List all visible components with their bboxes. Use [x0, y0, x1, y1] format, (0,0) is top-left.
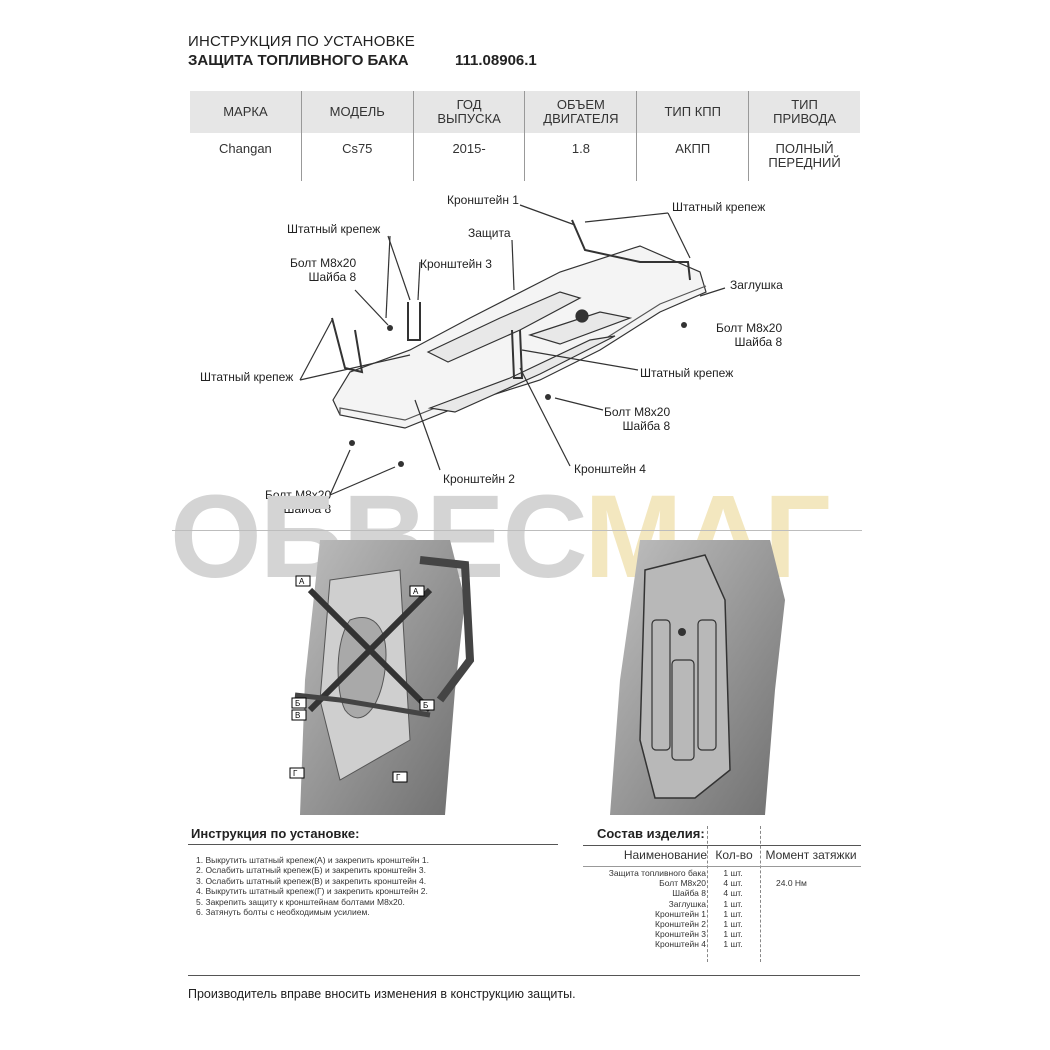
- spec-col-model: МОДЕЛЬ: [302, 91, 414, 133]
- label-std-fastener-c: Штатный крепеж: [200, 370, 294, 384]
- bracket-1: [571, 219, 691, 281]
- spec-col-year: ГОД ВЫПУСКА: [414, 91, 526, 133]
- instruction-step: 5. Закрепить защиту к кронштейнам болтам…: [196, 896, 405, 907]
- doc-subtitle: ЗАЩИТА ТОПЛИВНОГО БАКА: [188, 52, 409, 69]
- parts-title: Состав изделия:: [597, 826, 705, 841]
- doc-title: ИНСТРУКЦИЯ ПО УСТАНОВКЕ: [188, 33, 415, 50]
- marker-a1: А: [299, 577, 305, 586]
- bracket-3: [407, 302, 421, 341]
- instruction-step: 6. Затянуть болты с необходимым усилием.: [196, 907, 370, 918]
- spec-drive: ПОЛНЫЙ ПЕРЕДНИЙ: [768, 141, 841, 170]
- label-bolt-left: Болт М8х20 Шайба 8: [290, 256, 357, 284]
- spec-gearbox: АКПП: [637, 133, 750, 181]
- instructions-rule: [188, 844, 558, 845]
- vehicle-spec-table: МАРКА МОДЕЛЬ ГОД ВЫПУСКА ОБЪЕМ ДВИГАТЕЛЯ…: [190, 91, 860, 181]
- spec-value-row: Changan Cs75 2015- 1.8 АКПП ПОЛНЫЙ ПЕРЕД…: [190, 133, 860, 181]
- instructions-title: Инструкция по установке:: [191, 826, 360, 841]
- spec-header-row: МАРКА МОДЕЛЬ ГОД ВЫПУСКА ОБЪЕМ ДВИГАТЕЛЯ…: [190, 91, 860, 133]
- parts-col-qty: Кол-во: [715, 848, 753, 862]
- label-std-fastener-b: Штатный крепеж: [287, 222, 381, 236]
- spec-col-brand: МАРКА: [190, 91, 302, 133]
- label-bracket-3: Кронштейн 3: [420, 257, 492, 271]
- spec-col-gearbox: ТИП КПП: [637, 91, 750, 133]
- parts-rule-mid: [583, 866, 861, 867]
- plug-hole: [575, 309, 589, 323]
- marker-v: В: [295, 711, 300, 720]
- marker-b2: Б: [423, 701, 428, 710]
- parts-divider-2: [760, 826, 762, 962]
- label-bolt-center: Болт М8х20 Шайба 8: [604, 405, 671, 433]
- spec-model: Cs75: [302, 133, 414, 181]
- instruction-step: 1. Выкрутить штатный крепеж(А) и закрепи…: [196, 855, 429, 865]
- footer-rule: [188, 975, 860, 976]
- spec-year: 2015-: [414, 133, 526, 181]
- instruction-step: 3. Ослабить штатный крепеж(В) и закрепит…: [196, 875, 427, 886]
- label-std-fastener-a: Штатный крепеж: [672, 200, 766, 214]
- article-number: 111.08906.1: [455, 52, 537, 69]
- spec-col-drive: ТИП ПРИВОДА: [773, 97, 836, 126]
- parts-divider-1: [707, 826, 709, 962]
- spec-engine: 1.8: [525, 133, 638, 181]
- label-plug: Заглушка: [730, 278, 783, 292]
- photo-after-install: [610, 540, 785, 815]
- parts-header-row: Наименование Кол-во Момент затяжки: [583, 848, 861, 866]
- spec-col-engine: ОБЪЕМ ДВИГАТЕЛЯ: [525, 91, 638, 133]
- marker-g1: Г: [293, 769, 298, 778]
- instructions-list: 1. Выкрутить штатный крепеж(А) и закрепи…: [196, 855, 429, 917]
- label-bracket-1: Кронштейн 1: [447, 193, 519, 207]
- parts-col-torque: Момент затяжки: [765, 848, 857, 862]
- bracket-2: [331, 317, 364, 374]
- parts-rule-top: [583, 845, 861, 846]
- photo-before-install: А А Б Б В Г Г: [289, 540, 475, 815]
- spec-brand: Changan: [190, 133, 302, 181]
- instruction-step: 4. Выкрутить штатный крепеж(Г) и закрепи…: [196, 886, 428, 897]
- label-guard: Защита: [468, 226, 511, 240]
- label-bolt-right: Болт М8х20 Шайба 8: [716, 321, 783, 349]
- bracket-4: [511, 329, 524, 379]
- footer-note: Производитель вправе вносить изменения в…: [188, 987, 576, 1001]
- marker-g2: Г: [396, 773, 401, 782]
- label-bracket-4: Кронштейн 4: [574, 462, 646, 476]
- label-std-fastener-d: Штатный крепеж: [640, 366, 734, 380]
- marker-a2: А: [413, 587, 419, 596]
- label-bolt-bottom: Болт М8х20 Шайба 8: [265, 488, 332, 516]
- divider-line: [172, 530, 862, 531]
- parts-col-name: Наименование: [623, 848, 707, 862]
- label-bracket-2: Кронштейн 2: [443, 472, 515, 486]
- instruction-step: 2. Ослабить штатный крепеж(Б) и закрепит…: [196, 865, 427, 876]
- marker-b1: Б: [295, 699, 300, 708]
